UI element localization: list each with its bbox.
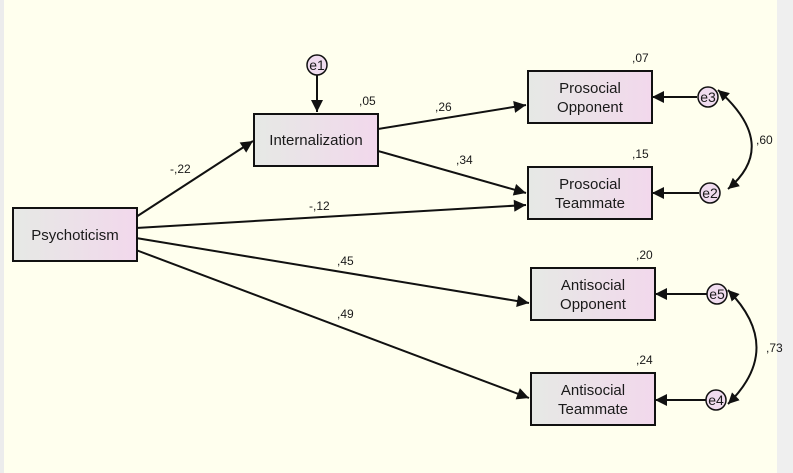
node-prosocial-opponent[interactable]: Prosocial Opponent — [527, 70, 653, 124]
r2-antisocial-teammate: ,24 — [636, 353, 653, 367]
r2-antisocial-opponent: ,20 — [636, 248, 653, 262]
node-prosocial-opponent-line2: Opponent — [557, 99, 624, 116]
covariance-e3-e2 — [717, 89, 753, 190]
coef-psychoticism-antisocial-teammate: ,49 — [337, 307, 354, 321]
error-e2-label: e2 — [702, 185, 718, 201]
error-e3-label: e3 — [700, 89, 716, 105]
node-prosocial-teammate-line2: Teammate — [555, 195, 625, 212]
node-antisocial-opponent[interactable]: Antisocial Opponent — [530, 267, 656, 321]
left-border — [0, 0, 4, 473]
covariance-e5-e4-label: ,73 — [766, 341, 783, 355]
path-psychoticism-prosocial-teammate — [135, 199, 527, 229]
r2-prosocial-teammate: ,15 — [632, 147, 649, 161]
node-antisocial-teammate-line1: Antisocial — [561, 382, 625, 399]
error-e2[interactable]: e2 — [699, 182, 721, 204]
node-antisocial-teammate[interactable]: Antisocial Teammate — [530, 372, 656, 426]
node-antisocial-teammate-line2: Teammate — [558, 401, 628, 418]
path-psychoticism-internalization — [135, 140, 254, 218]
node-internalization[interactable]: Internalization — [253, 113, 379, 167]
error-e1[interactable]: e1 — [306, 54, 328, 76]
error-e5[interactable]: e5 — [706, 283, 728, 305]
error-e4[interactable]: e4 — [705, 389, 727, 411]
node-antisocial-opponent-line1: Antisocial — [561, 277, 625, 294]
path-internalization-prosocial-opponent — [377, 100, 527, 130]
node-prosocial-teammate-line1: Prosocial — [559, 176, 621, 193]
node-antisocial-opponent-line2: Opponent — [560, 296, 627, 313]
covariance-e5-e4 — [727, 289, 758, 405]
coef-psychoticism-antisocial-opponent: ,45 — [337, 254, 354, 268]
error-e5-label: e5 — [709, 286, 725, 302]
r2-internalization: ,05 — [359, 94, 376, 108]
error-e3[interactable]: e3 — [697, 86, 719, 108]
coef-internalization-prosocial-opponent: ,26 — [435, 100, 452, 114]
right-scrollbar-track — [777, 0, 793, 473]
coef-psychoticism-internalization: -,22 — [170, 162, 191, 176]
node-prosocial-opponent-line1: Prosocial — [559, 80, 621, 97]
error-e1-label: e1 — [309, 57, 325, 73]
node-psychoticism[interactable]: Psychoticism — [12, 207, 138, 262]
coef-psychoticism-prosocial-teammate: -,12 — [309, 199, 330, 213]
coef-internalization-prosocial-teammate: ,34 — [456, 153, 473, 167]
r2-prosocial-opponent: ,07 — [632, 51, 649, 65]
path-internalization-prosocial-teammate — [377, 150, 527, 196]
path-psychoticism-antisocial-opponent — [135, 237, 530, 307]
node-prosocial-teammate[interactable]: Prosocial Teammate — [527, 166, 653, 220]
node-internalization-label: Internalization — [269, 132, 362, 149]
error-e4-label: e4 — [708, 392, 724, 408]
covariance-e3-e2-label: ,60 — [756, 133, 773, 147]
path-psychoticism-antisocial-teammate — [135, 249, 530, 400]
node-psychoticism-label: Psychoticism — [31, 227, 119, 244]
